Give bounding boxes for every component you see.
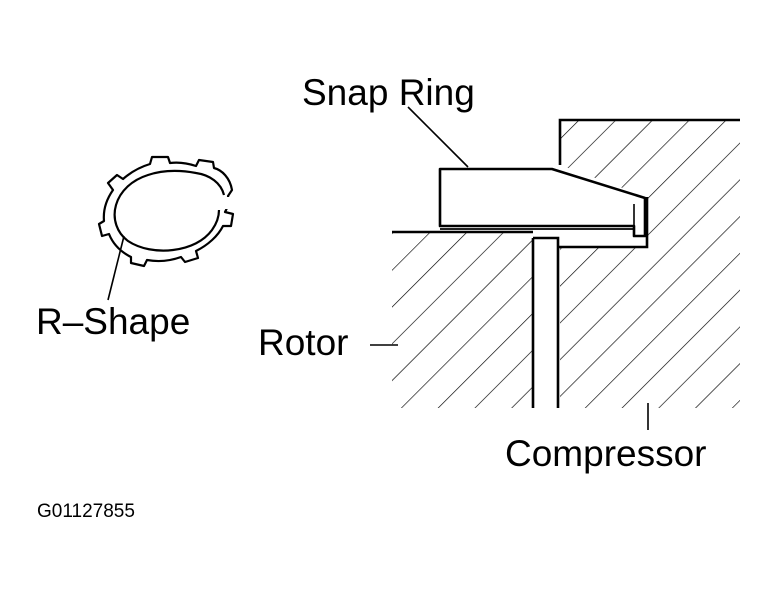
rotor-label: Rotor	[258, 322, 348, 363]
compressor-body	[560, 120, 740, 408]
r-shape-label: R–Shape	[36, 301, 190, 342]
part-outlines	[392, 118, 740, 408]
snap-ring-label: Snap Ring	[302, 72, 475, 113]
rotor-body	[392, 232, 533, 408]
leader-lines	[107, 106, 649, 430]
r-shape-ring	[97, 155, 235, 268]
figure-code: G01127855	[37, 501, 135, 522]
shaft-gap	[535, 238, 558, 410]
r-shape-gap	[220, 197, 236, 209]
snap-ring-section	[438, 167, 647, 238]
compressor-label: Compressor	[505, 433, 707, 474]
